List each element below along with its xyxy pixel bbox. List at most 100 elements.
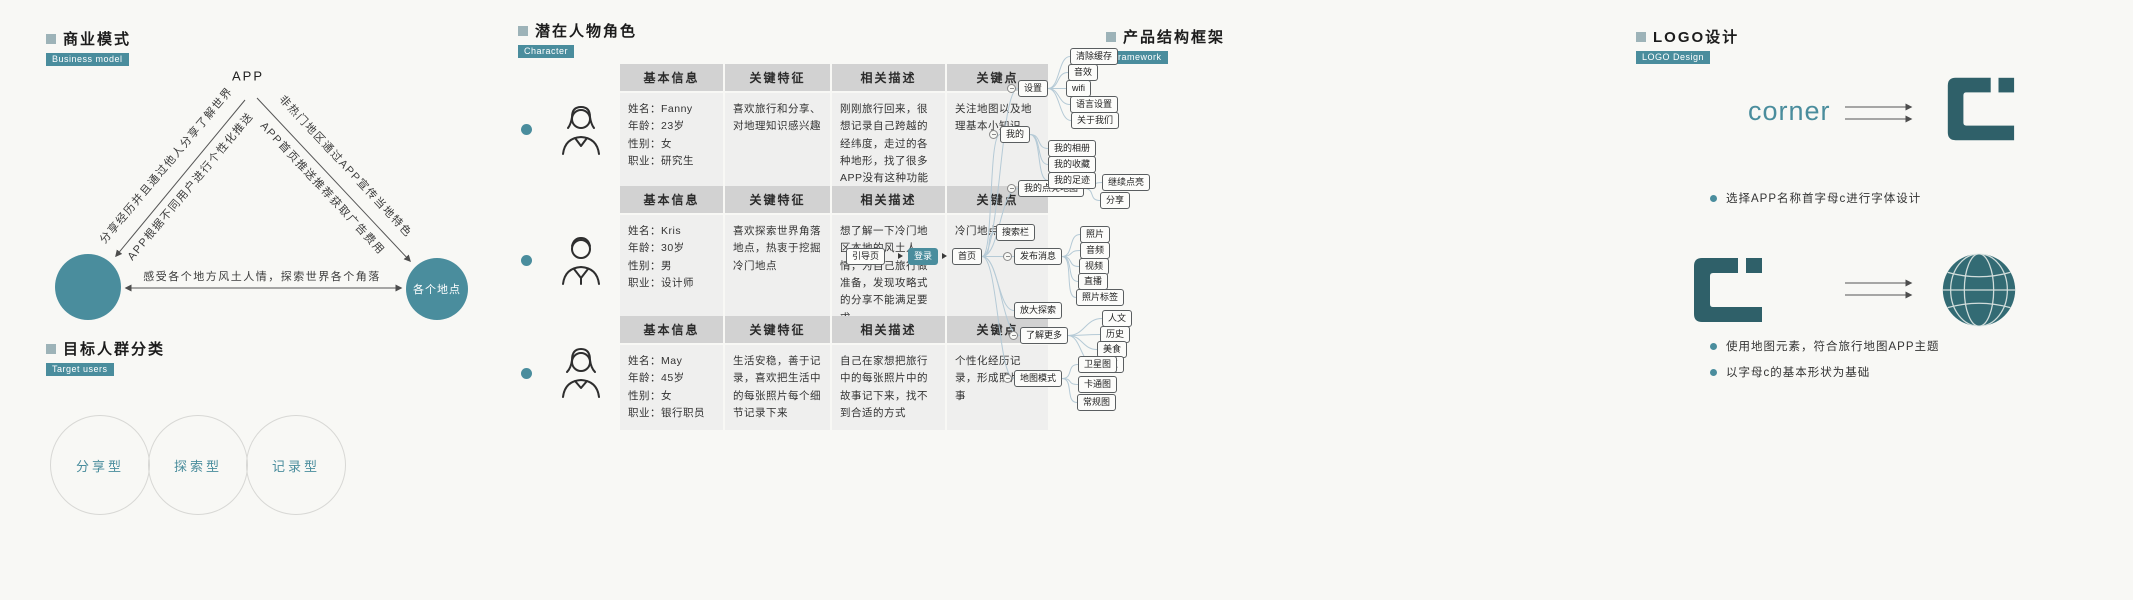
target-type-label: 探索型 bbox=[173, 458, 222, 474]
business-model-diagram: APP 分享经历并且通过他人分享了解世界 APP根据不同用户进行个性化推送 非热… bbox=[40, 52, 510, 352]
section-marker-icon bbox=[518, 25, 528, 36]
mindmap-node-audio: 音频 bbox=[1080, 242, 1111, 259]
mindmap-node-share: 分享 bbox=[1100, 192, 1131, 209]
bullet-icon bbox=[521, 367, 532, 379]
logo-note-text: 选择APP名称首字母c进行字体设计 bbox=[1726, 193, 1922, 205]
section-title: LOGO设计 bbox=[1653, 29, 1740, 46]
persona-row: 基本信息 关键特征 相关描述 关键点 姓名：Fanny 年龄：23岁 性别：女 … bbox=[521, 62, 1050, 198]
column-header: 关键特征 bbox=[724, 186, 830, 213]
column-header: 相关描述 bbox=[831, 316, 946, 343]
business-model-header: 商业模式 Business model bbox=[46, 28, 131, 67]
logo-note-text: 使用地图元素，符合旅行地图APP主题 bbox=[1726, 341, 1940, 353]
logo-note: 选择APP名称首字母c进行字体设计 bbox=[1710, 190, 1921, 206]
arrow-right-icon bbox=[898, 253, 903, 259]
logo-c-icon bbox=[1694, 258, 1762, 322]
persona-basic-info: 姓名：Fanny 年龄：23岁 性别：女 职业：研究生 bbox=[620, 93, 723, 196]
arrow-right-icon bbox=[942, 253, 947, 259]
persona-table: 基本信息 关键特征 相关描述 关键点 姓名：May 年龄：45岁 性别：女 职业… bbox=[618, 314, 1050, 432]
mindmap-node-cartoon-map: 卡通图 bbox=[1078, 376, 1118, 393]
mindmap-node-publish: 发布消息 bbox=[1003, 248, 1063, 265]
section-subtitle: Framework bbox=[1106, 51, 1168, 64]
framework-mindmap: 引导页 登录 首页 设置 我的 我的点亮地图 搜索栏 发布消息 放大探索 了解更… bbox=[840, 38, 1190, 433]
persona-key-points: 关注地图以及地理基本小知识 bbox=[947, 93, 1048, 196]
double-arrow-icon bbox=[1845, 103, 1913, 123]
persona-description: 刚刚旅行回来，很想记录自己跨越的经纬度，走过的各种地形，找了很多APP没有这种功… bbox=[831, 93, 946, 196]
target-type-circle-exploring: 探索型 bbox=[148, 415, 248, 515]
locations-node-circle: 各个地点 bbox=[406, 258, 468, 320]
mindmap-node-about-us: 关于我们 bbox=[1071, 112, 1120, 129]
collapse-toggle-icon bbox=[989, 130, 998, 139]
target-type-circle-sharing: 分享型 bbox=[50, 415, 150, 515]
mindmap-node-photo-tags: 照片标签 bbox=[1076, 289, 1125, 306]
mindmap-node-culture: 人文 bbox=[1102, 310, 1133, 327]
mindmap-node-language: 语言设置 bbox=[1070, 96, 1119, 113]
persona-description: 自己在家想把旅行中的每张照片中的故事记下来，找不到合适的方式 bbox=[831, 345, 946, 431]
section-title: 商业模式 bbox=[63, 31, 132, 48]
triangle-lines bbox=[115, 97, 411, 292]
target-type-circle-recording: 记录型 bbox=[246, 415, 346, 515]
mindmap-connectors bbox=[981, 56, 1103, 403]
mindmap-node-learn-more: 了解更多 bbox=[1009, 327, 1069, 344]
column-header: 基本信息 bbox=[620, 316, 723, 343]
section-title: 潜在人物角色 bbox=[535, 23, 638, 40]
mindmap-node-zoom-explore: 放大探索 bbox=[1014, 302, 1063, 319]
mindmap-node-my-favorites: 我的收藏 bbox=[1048, 156, 1097, 173]
locations-node-label: 各个地点 bbox=[413, 284, 461, 296]
section-marker-icon bbox=[1106, 31, 1116, 42]
target-type-label: 分享型 bbox=[75, 458, 124, 474]
section-marker-icon bbox=[46, 343, 56, 354]
mindmap-node-home: 首页 bbox=[952, 248, 983, 265]
double-arrow-icon bbox=[1845, 279, 1913, 299]
avatar-female-icon bbox=[556, 102, 606, 158]
section-subtitle: Business model bbox=[46, 53, 129, 66]
mindmap-node-login: 登录 bbox=[908, 248, 939, 265]
wordmark-text: corner bbox=[1748, 96, 1831, 126]
mindmap-node-photo: 照片 bbox=[1080, 226, 1111, 243]
persona-table: 基本信息 关键特征 相关描述 关键点 姓名：Fanny 年龄：23岁 性别：女 … bbox=[618, 62, 1050, 198]
persona-key-features: 喜欢旅行和分享、对地理知识感兴趣 bbox=[724, 93, 830, 196]
collapse-toggle-icon bbox=[1007, 84, 1016, 93]
mindmap-node-regular-map: 常规图 bbox=[1077, 394, 1117, 411]
mindmap-node-sound: 音效 bbox=[1068, 64, 1099, 81]
target-type-label: 记录型 bbox=[271, 458, 320, 474]
mindmap-node-guide-page: 引导页 bbox=[846, 248, 886, 265]
mindmap-node-mine: 我的 bbox=[989, 126, 1031, 143]
section-title: 产品结构框架 bbox=[1123, 29, 1226, 46]
mindmap-node-map-mode: 地图模式 bbox=[1003, 370, 1063, 387]
framework-header: 产品结构框架 Framework bbox=[1106, 26, 1225, 65]
bullet-icon bbox=[521, 254, 532, 266]
collapse-toggle-icon bbox=[1007, 184, 1016, 193]
logo-c-icon bbox=[1947, 77, 2015, 141]
mindmap-node-wifi: wifi bbox=[1066, 80, 1091, 97]
personas-header: 潜在人物角色 Character bbox=[518, 20, 637, 59]
section-subtitle: Character bbox=[518, 45, 575, 58]
column-header: 基本信息 bbox=[620, 64, 723, 91]
mindmap-node-satellite-map: 卫星图 bbox=[1078, 356, 1118, 373]
avatar-female-icon bbox=[556, 345, 606, 401]
app-node-label: APP bbox=[231, 68, 265, 84]
section-title: 目标人群分类 bbox=[63, 341, 166, 358]
section-subtitle: LOGO Design bbox=[1636, 51, 1711, 64]
globe-icon bbox=[1942, 253, 2016, 327]
mindmap-node-food: 美食 bbox=[1097, 341, 1128, 358]
section-marker-icon bbox=[1636, 31, 1646, 42]
column-header: 关键特征 bbox=[724, 64, 830, 91]
persona-key-features: 喜欢探索世界角落地点，热衷于挖掘冷门地点 bbox=[724, 215, 830, 335]
users-node-circle bbox=[55, 254, 121, 320]
mindmap-node-settings: 设置 bbox=[1007, 80, 1049, 97]
target-users-header: 目标人群分类 Target users bbox=[46, 338, 165, 377]
mindmap-node-keep-lighting: 继续点亮 bbox=[1102, 174, 1151, 191]
logo-header: LOGO设计 LOGO Design bbox=[1636, 26, 1739, 65]
persona-key-features: 生活安稳，善于记录，喜欢把生活中的每张照片每个细节记录下来 bbox=[724, 345, 830, 431]
persona-row: 基本信息 关键特征 相关描述 关键点 姓名：May 年龄：45岁 性别：女 职业… bbox=[521, 314, 1050, 432]
collapse-toggle-icon bbox=[1003, 252, 1012, 261]
mindmap-node-my-footprints: 我的足迹 bbox=[1048, 172, 1097, 189]
logo-note-text: 以字母c的基本形状为基础 bbox=[1726, 367, 1871, 379]
logo-note: 以字母c的基本形状为基础 bbox=[1710, 364, 1870, 380]
mindmap-node-search-bar: 搜索栏 bbox=[996, 224, 1036, 241]
bullet-icon bbox=[521, 124, 532, 136]
section-subtitle: Target users bbox=[46, 363, 114, 376]
column-header: 关键特征 bbox=[724, 316, 830, 343]
bullet-icon bbox=[1710, 342, 1717, 350]
